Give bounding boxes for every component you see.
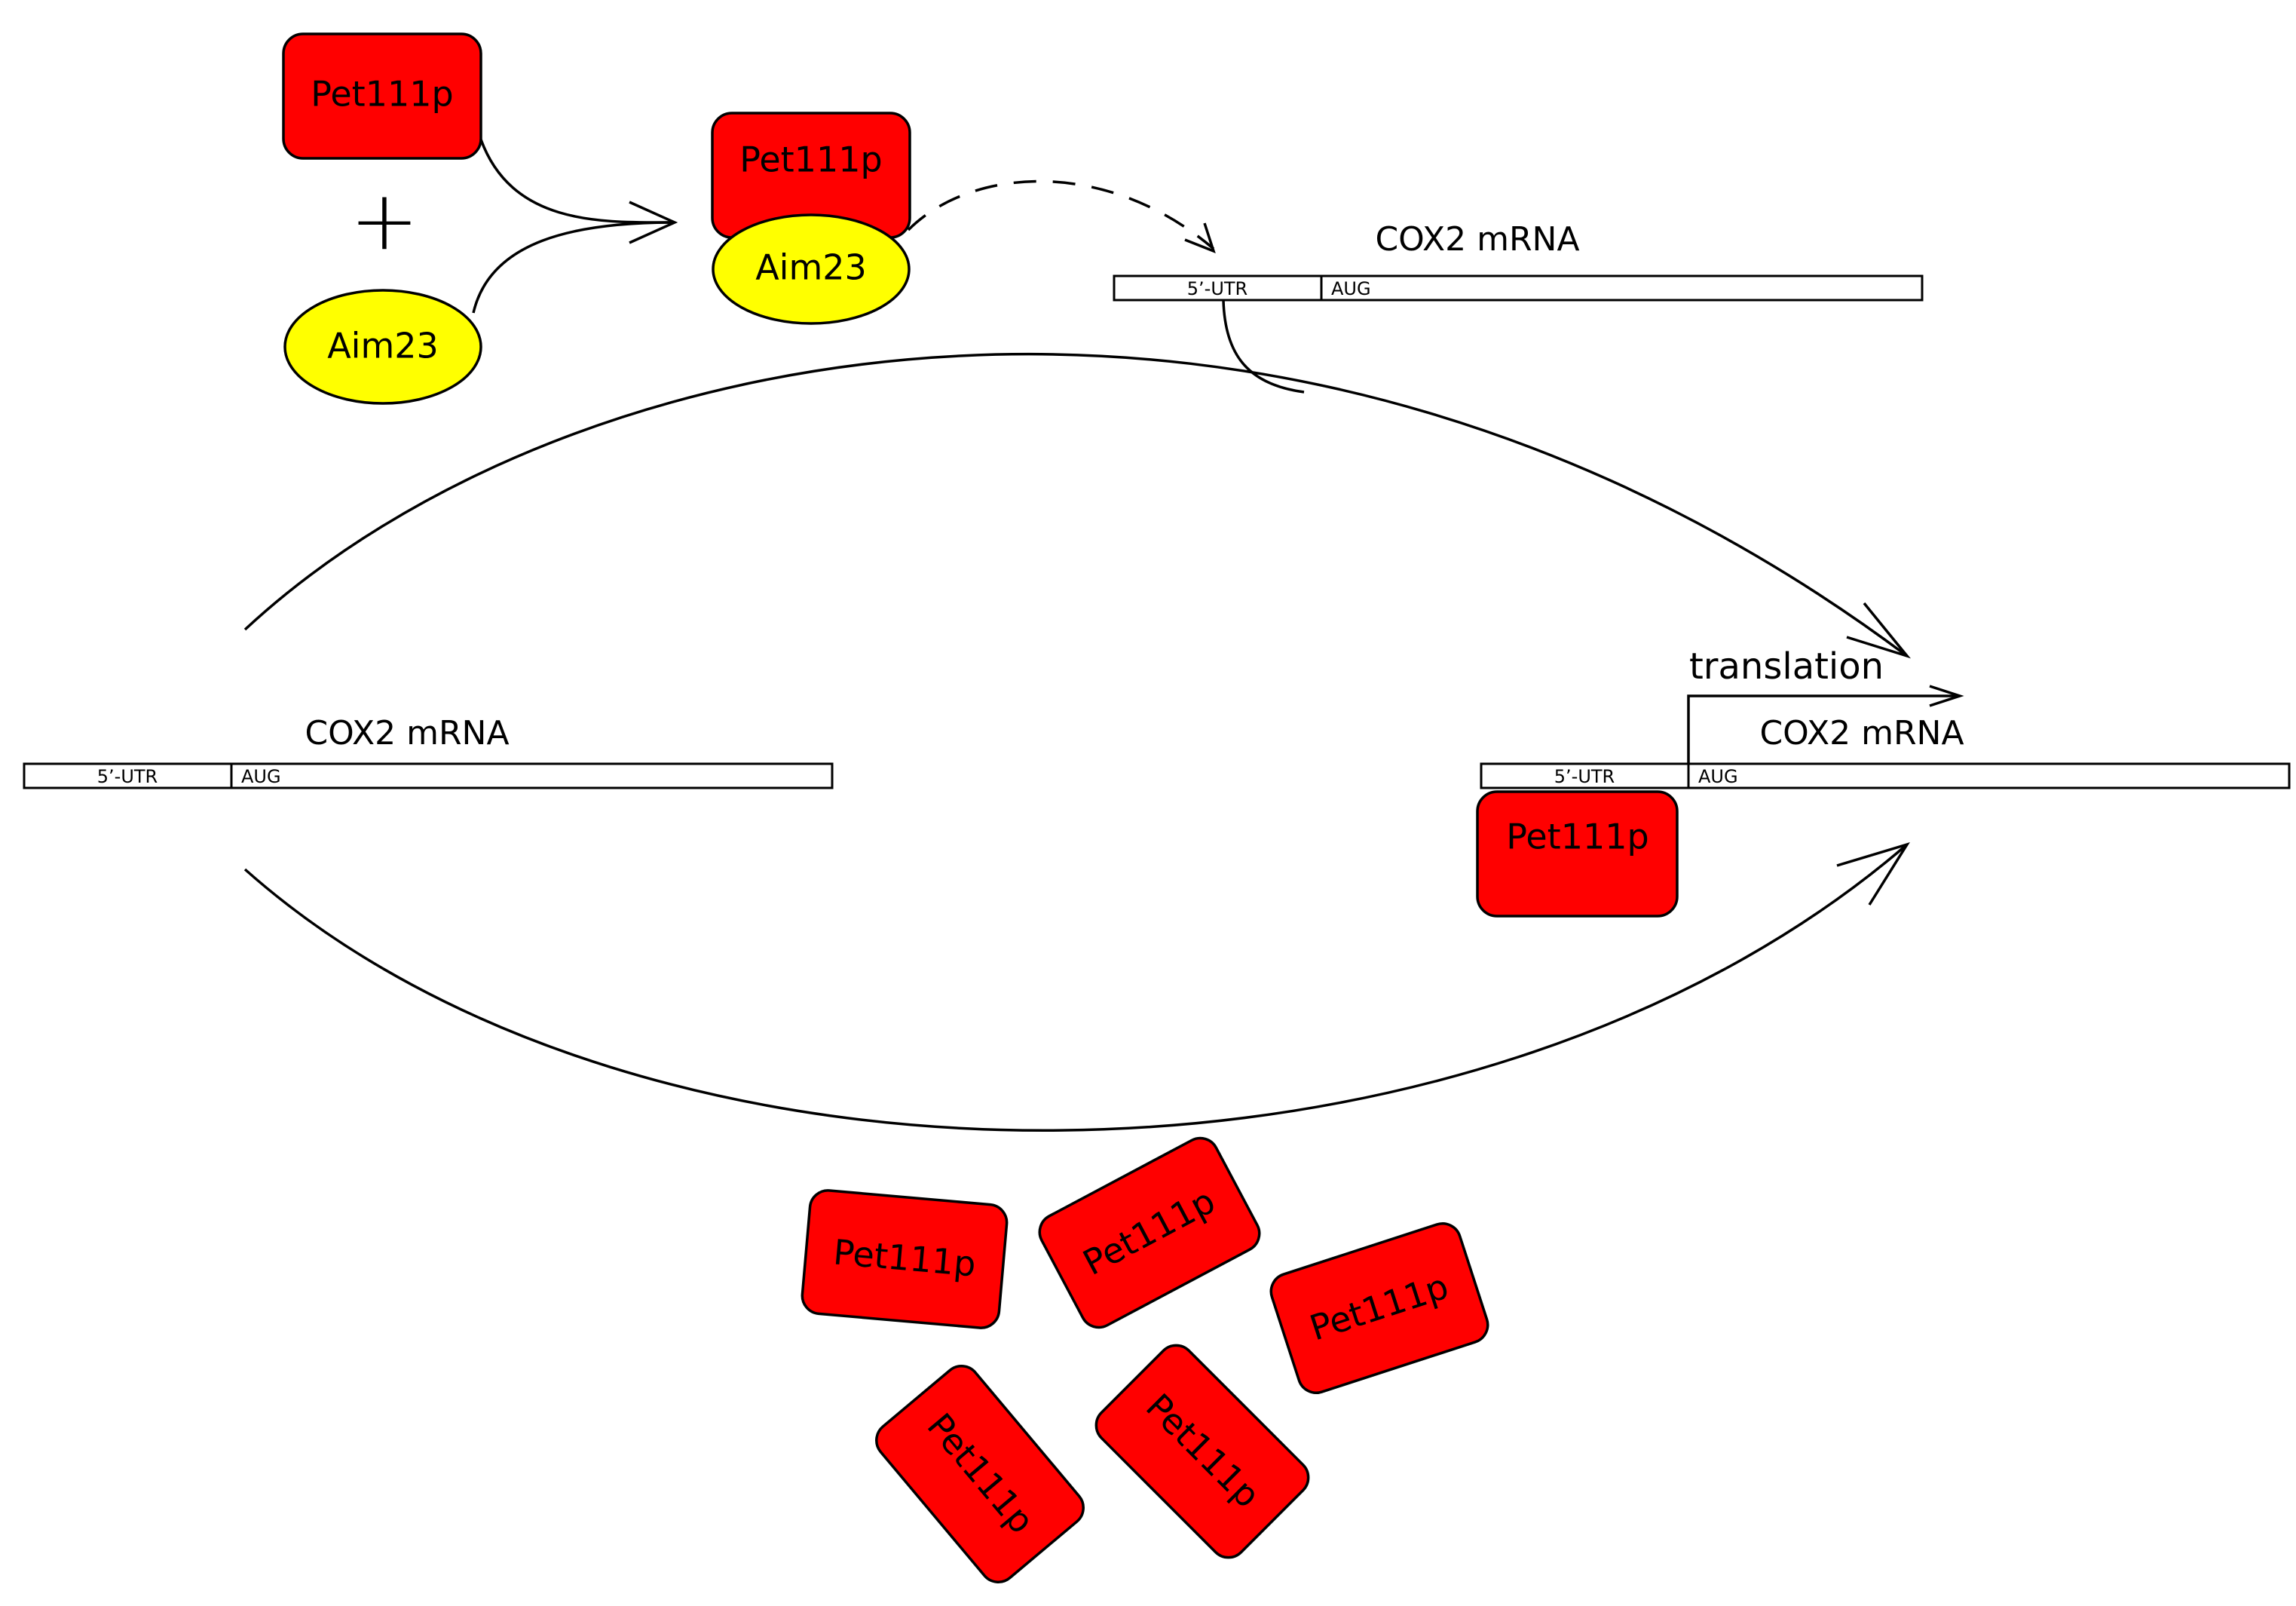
free-pet111p-2: Pet111p: [1038, 1136, 1261, 1329]
translation-label: translation: [1689, 645, 1884, 688]
top-mrna: COX2 mRNA 5’-UTR AUG: [1113, 220, 1924, 302]
lower-pathway-arc: [243, 843, 1909, 1132]
complex-binding-dashed-arrow: [907, 179, 1215, 250]
complex-pet111p: Pet111p: [711, 112, 911, 239]
upper-arc-arrowhead: [1846, 602, 1912, 659]
join-arrowhead: [629, 201, 678, 244]
free-pet111p-4: Pet111p: [875, 1365, 1085, 1583]
top-aim23: Aim23: [283, 289, 482, 405]
right-mrna-aug-label: AUG: [1698, 766, 1738, 787]
right-mrna-label: COX2 mRNA: [1759, 714, 1964, 752]
top-mrna-aug-label: AUG: [1331, 278, 1371, 299]
complex-aim23-label: Aim23: [755, 247, 867, 288]
translation-arrowhead: [1929, 685, 1964, 707]
lower-arc-arrowhead: [1836, 841, 1910, 906]
free-pet111p-3: Pet111p: [1269, 1222, 1489, 1394]
top-mrna-utr-label: 5’-UTR: [1187, 278, 1247, 299]
top-mrna-label: COX2 mRNA: [1375, 220, 1579, 259]
plus-sign: +: [350, 172, 419, 268]
complex-aim23: Aim23: [712, 213, 911, 325]
left-mrna-utr-label: 5’-UTR: [97, 766, 158, 787]
left-mrna: COX2 mRNA 5’-UTR AUG: [23, 714, 834, 789]
right-mrna: COX2 mRNA 5’-UTR AUG: [1480, 714, 2291, 789]
upper-pathway-arc: [243, 353, 1909, 657]
top-pet111p: Pet111p: [282, 32, 482, 160]
free-pet111p-5: Pet111p: [1094, 1344, 1310, 1559]
top-pet111p-label: Pet111p: [311, 74, 453, 115]
left-mrna-label: COX2 mRNA: [305, 714, 509, 752]
complex-pet111p-label: Pet111p: [739, 139, 882, 180]
translation-arrow: [1687, 694, 1960, 764]
top-aim23-label: Aim23: [327, 326, 439, 366]
top-mrna-connector: [1222, 299, 1305, 394]
left-mrna-aug-label: AUG: [241, 766, 281, 787]
aim23-join-arrow: [472, 221, 675, 314]
bound-pet111p-label: Pet111p: [1506, 817, 1649, 857]
right-mrna-utr-label: 5’-UTR: [1554, 766, 1615, 787]
free-pet111p-1: Pet111p: [801, 1189, 1009, 1329]
dashed-arrowhead: [1184, 222, 1216, 253]
bound-pet111p: Pet111p: [1476, 790, 1679, 918]
